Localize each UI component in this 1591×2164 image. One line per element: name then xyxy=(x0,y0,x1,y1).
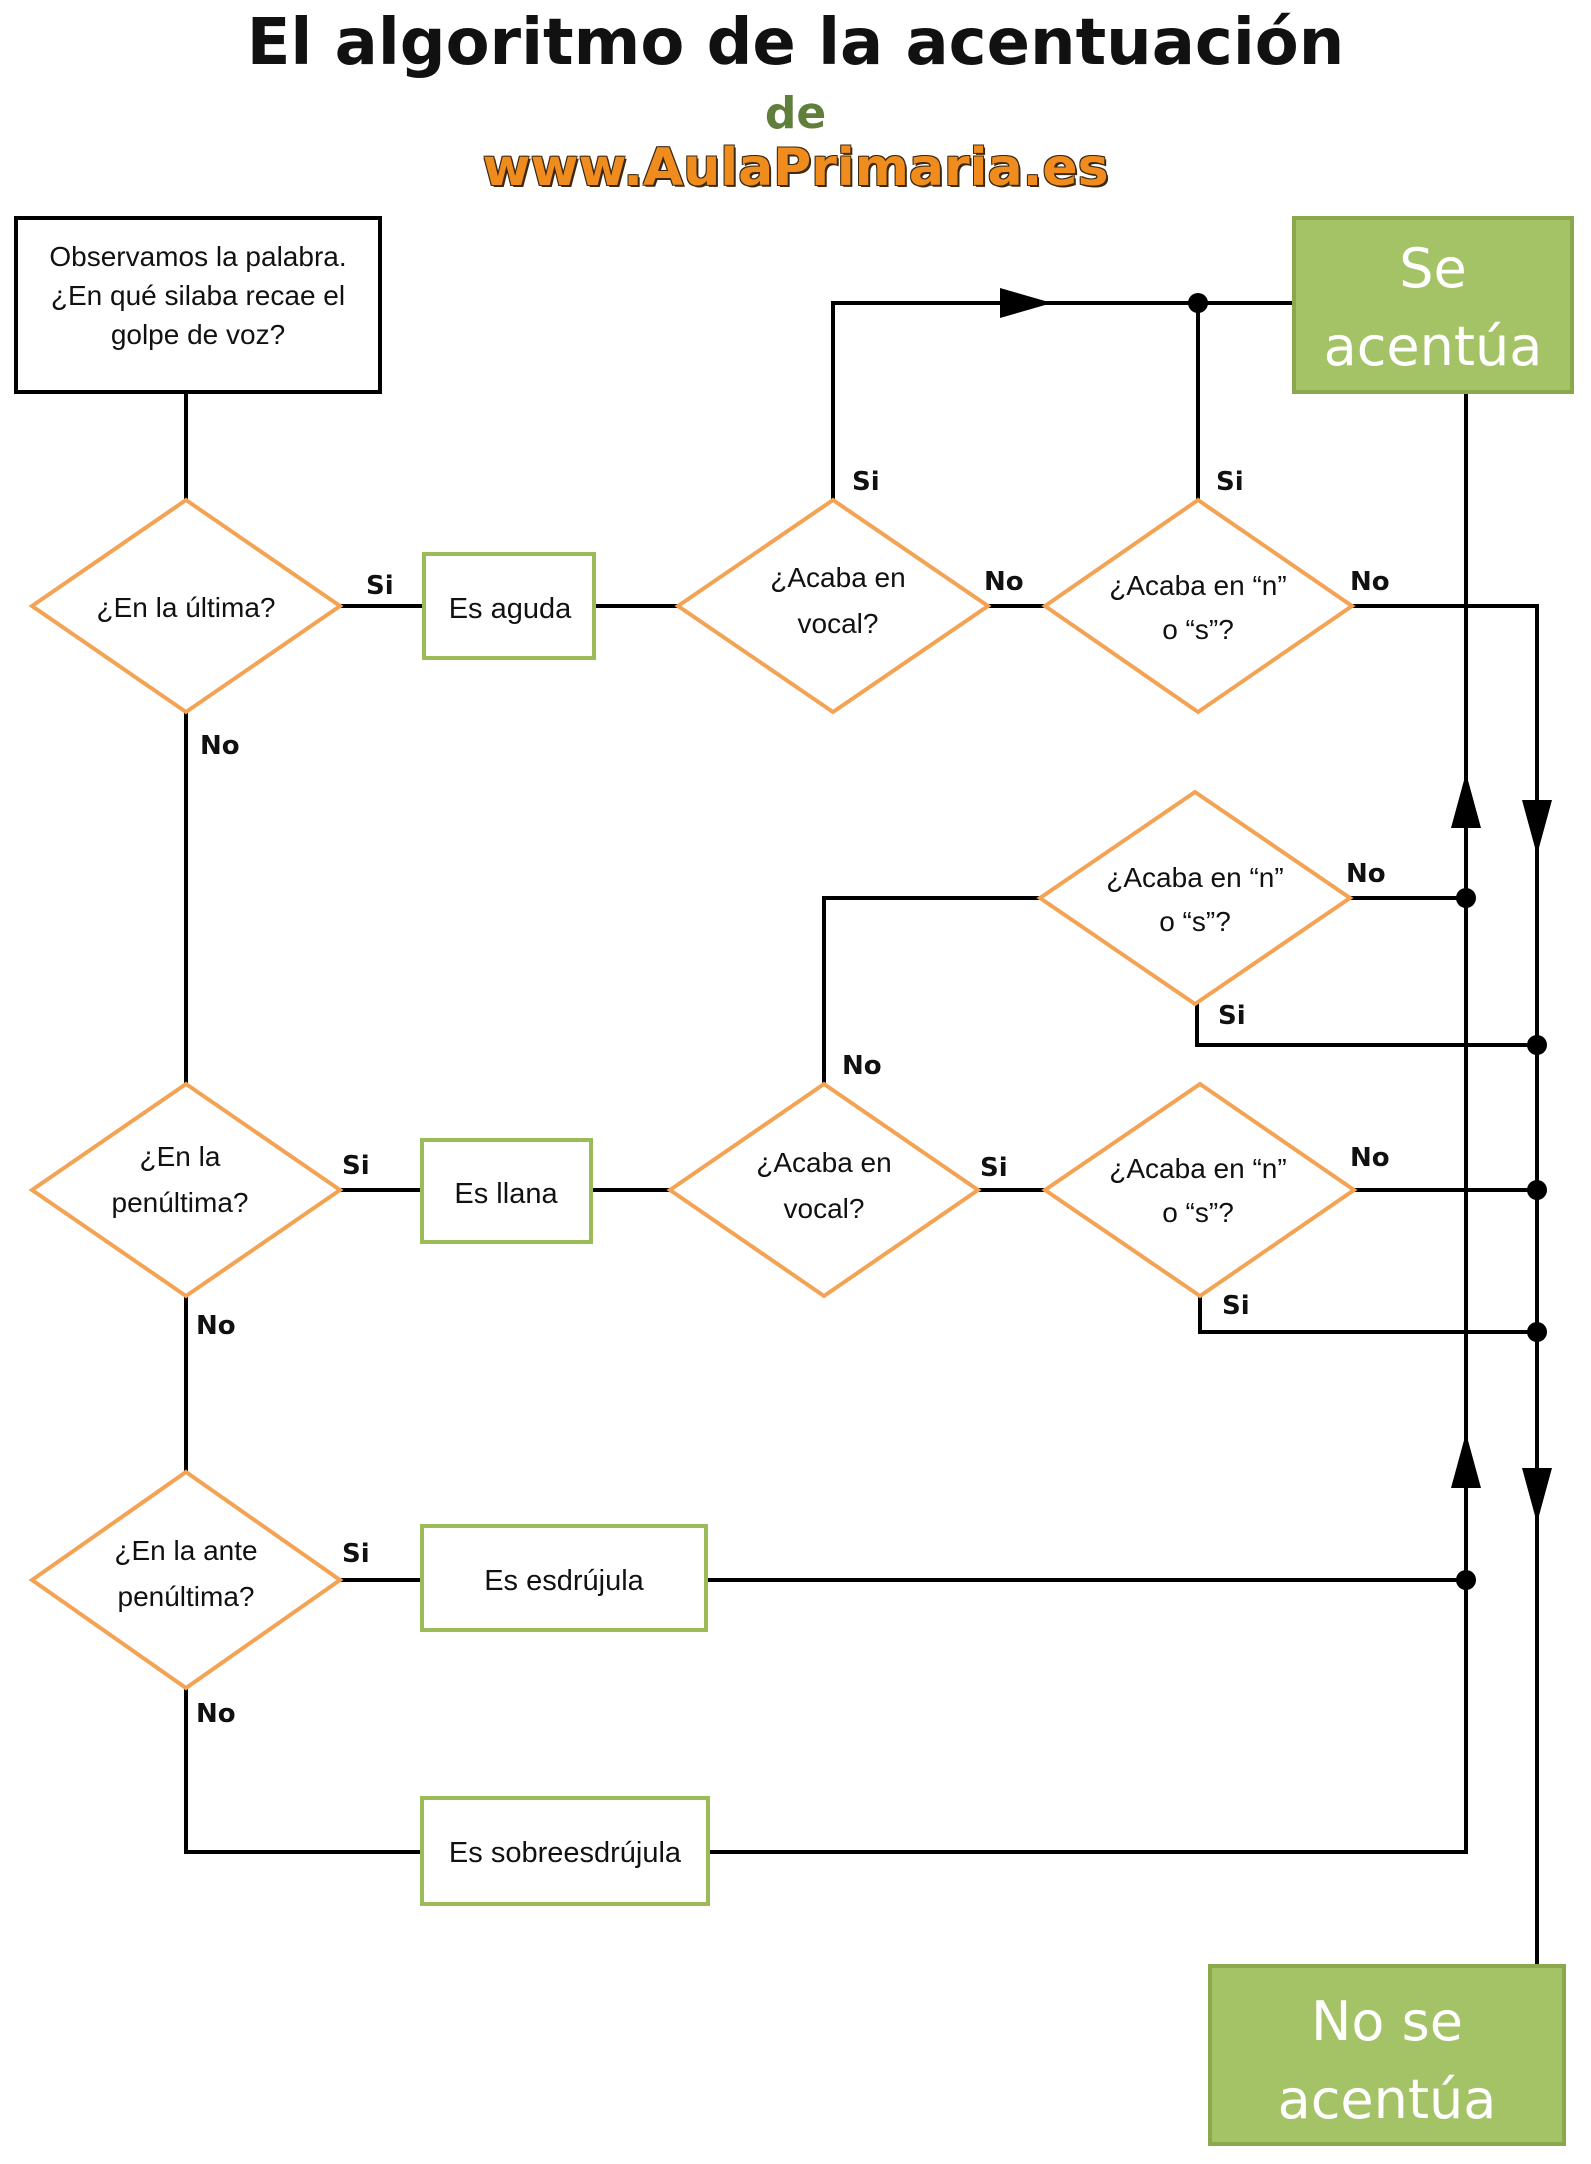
text-line: ¿En qué silaba recae el xyxy=(51,280,345,311)
label-penultima-si: Si xyxy=(342,1151,370,1181)
junction-dot xyxy=(1456,1570,1476,1590)
text-line: ¿En la xyxy=(140,1141,221,1172)
text-line: ¿Acaba en “n” xyxy=(1109,570,1286,601)
junction-dot xyxy=(1527,1180,1547,1200)
junction-dot xyxy=(1188,293,1208,313)
label-ns-llana-no-no: No xyxy=(1346,859,1386,889)
text-line: ¿Acaba en “n” xyxy=(1106,862,1283,893)
edge-ns-no-right xyxy=(1350,604,1539,1968)
label-ns-llana-si-no: No xyxy=(1350,1143,1390,1173)
es-aguda-box xyxy=(422,552,596,660)
text-line: Se xyxy=(1399,237,1467,300)
no-se-acentua-text: No se acentúa xyxy=(1278,1990,1497,2131)
text-line: penúltima? xyxy=(112,1187,249,1218)
q-antepenultima-diamond xyxy=(28,1469,344,1691)
es-llana-label: Es llana xyxy=(454,1178,558,1210)
text-line: ¿En la ante xyxy=(114,1535,257,1566)
text-line: ¿En la última? xyxy=(97,592,276,623)
label-ultima-si: Si xyxy=(366,571,394,601)
label-vocal-llana-si: Si xyxy=(980,1153,1008,1183)
text-line: o “s”? xyxy=(1162,614,1234,645)
text-line: Observamos la palabra. xyxy=(49,241,346,272)
se-acentua-box: Se acentúa xyxy=(1292,216,1574,394)
label-ante-si: Si xyxy=(342,1539,370,1569)
q-ns-llana-si-diamond xyxy=(1041,1081,1358,1299)
decision-diamonds xyxy=(28,497,1358,1691)
q-ns-llana-si-text: ¿Acaba en “n” o “s”? xyxy=(1109,1153,1286,1228)
label-ns-aguda-no: No xyxy=(1350,567,1390,597)
q-ns-llana-no-diamond xyxy=(1036,789,1354,1007)
text-line: o “s”? xyxy=(1159,906,1231,937)
start-box: Observamos la palabra. ¿En qué silaba rec… xyxy=(14,216,382,394)
arrow-down-2 xyxy=(1522,1468,1552,1523)
text-line: vocal? xyxy=(784,1193,865,1224)
arrow-down-1 xyxy=(1522,800,1552,855)
edge-vocal2-no-up xyxy=(822,896,1042,1086)
es-aguda-label: Es aguda xyxy=(449,593,572,625)
es-esdrujula-box xyxy=(420,1524,708,1632)
q-ns-aguda-text: ¿Acaba en “n” o “s”? xyxy=(1109,570,1286,645)
label-penultima-no: No xyxy=(196,1311,236,1341)
q-vocal-llana-diamond xyxy=(666,1081,982,1299)
q-penultima-text: ¿En la penúltima? xyxy=(112,1141,249,1218)
label-ns-aguda-si: Si xyxy=(1216,467,1244,497)
label-ultima-no: No xyxy=(200,731,240,761)
result-boxes xyxy=(420,552,710,1906)
edge-vocal-si-up xyxy=(831,301,1294,502)
label-vocal-aguda-si: Si xyxy=(852,467,880,497)
q-penultima-diamond xyxy=(28,1081,344,1299)
q-vocal-aguda-diamond xyxy=(674,497,992,715)
es-llana-box xyxy=(420,1138,593,1244)
label-ante-no: No xyxy=(196,1699,236,1729)
label-vocal-aguda-no: No xyxy=(984,567,1024,597)
text-line: Es esdrújula xyxy=(484,1565,644,1597)
page-title: El algoritmo de la acentuación xyxy=(246,6,1345,80)
junction-dot xyxy=(1527,1322,1547,1342)
label-ns-llana-no-si: Si xyxy=(1218,1001,1246,1031)
site-logo-text: www.AulaPrimaria.es xyxy=(482,138,1109,198)
edge-ante-sobre xyxy=(184,1686,424,1854)
junction-dot xyxy=(1527,1035,1547,1055)
es-sobreesdrujula-label: Es sobreesdrújula xyxy=(449,1837,682,1869)
text-line: Es aguda xyxy=(449,593,572,625)
text-line: No se xyxy=(1311,1990,1463,2053)
text-line: acentúa xyxy=(1278,2068,1497,2131)
text-line: Es sobreesdrújula xyxy=(449,1837,682,1869)
no-se-acentua-box: No se acentúa xyxy=(1208,1964,1566,2146)
arrow-right-top xyxy=(1000,288,1052,318)
arrow-up-2 xyxy=(1451,1433,1481,1488)
q-ultima-text: ¿En la última? xyxy=(97,592,276,623)
q-antepenultima-text: ¿En la ante penúltima? xyxy=(114,1535,257,1612)
text-line: vocal? xyxy=(798,608,879,639)
es-esdrujula-label: Es esdrújula xyxy=(484,1565,644,1597)
text-line: golpe de voz? xyxy=(111,319,285,350)
edge-nslow-si xyxy=(1198,1294,1539,1334)
edge-nsmid-si xyxy=(1195,1002,1539,1047)
label-vocal-llana-no: No xyxy=(842,1051,882,1081)
junction-dots xyxy=(1188,293,1547,1590)
text-line: acentúa xyxy=(1324,315,1543,378)
label-ns-llana-si-si: Si xyxy=(1222,1291,1250,1321)
q-ns-llana-no-text: ¿Acaba en “n” o “s”? xyxy=(1106,862,1283,937)
text-line: ¿Acaba en xyxy=(770,562,905,593)
text-line: o “s”? xyxy=(1162,1197,1234,1228)
q-vocal-aguda-text: ¿Acaba en vocal? xyxy=(770,562,905,639)
start-text: Observamos la palabra. ¿En qué silaba rec… xyxy=(49,241,346,350)
q-ultima-diamond xyxy=(28,497,344,715)
connectors xyxy=(184,301,1539,1968)
q-vocal-llana-text: ¿Acaba en vocal? xyxy=(756,1147,891,1224)
text-line: penúltima? xyxy=(118,1581,255,1612)
arrow-up-1 xyxy=(1451,773,1481,828)
text-line: Es llana xyxy=(454,1178,558,1210)
subtitle-de: de xyxy=(764,88,827,139)
se-acentua-text: Se acentúa xyxy=(1324,237,1543,378)
arrowheads xyxy=(1000,288,1552,1523)
q-ns-aguda-diamond xyxy=(1041,497,1356,715)
text-line: ¿Acaba en xyxy=(756,1147,891,1178)
junction-dot xyxy=(1456,888,1476,908)
text-line: ¿Acaba en “n” xyxy=(1109,1153,1286,1184)
es-sobreesdrujula-box xyxy=(420,1796,710,1906)
